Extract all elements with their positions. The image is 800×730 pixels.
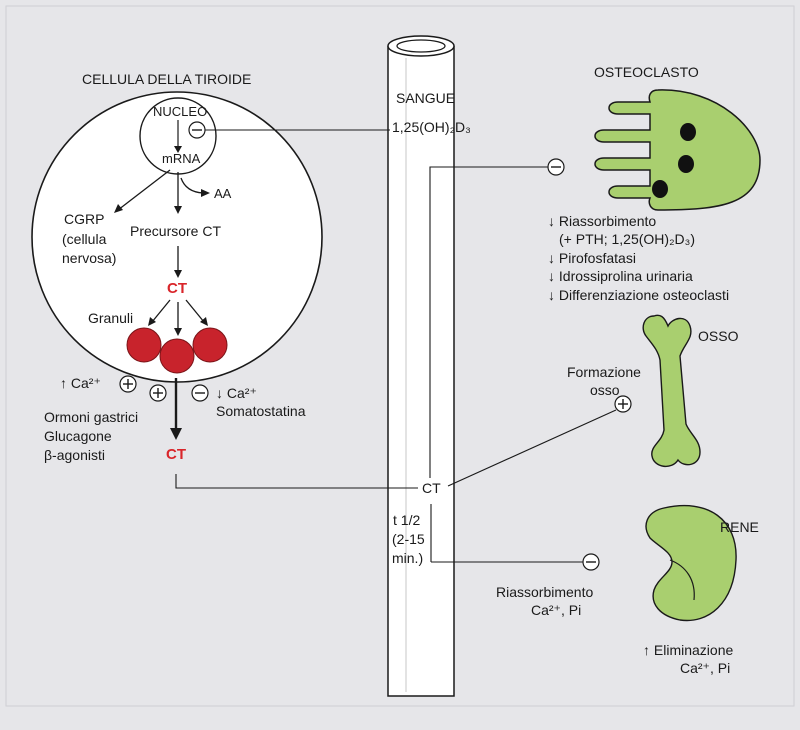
- bone-title: OSSO: [698, 328, 739, 344]
- bone-formation-plus-symbol: [614, 395, 632, 413]
- arrowhead-ct: [174, 270, 182, 278]
- somatostatin-label: Somatostatina: [216, 403, 306, 419]
- blood-ct-label: CT: [422, 480, 441, 496]
- arrowhead-precursor: [174, 206, 182, 214]
- blood-label: SANGUE: [396, 90, 455, 106]
- kidney-ureter: [669, 559, 695, 601]
- kidney-inhibition-symbol: [582, 553, 600, 571]
- cgrp-label-2: (cellula: [62, 231, 107, 247]
- stimulation-plus-symbol: [149, 384, 167, 402]
- nucleus-label: NUCLEO: [153, 104, 207, 119]
- vitamin-d-label: 1,25(OH)₂D₃: [392, 119, 471, 135]
- nucleus-inhibition-symbol: [188, 121, 206, 139]
- osteoclast-inhibition-symbol: [547, 158, 565, 176]
- osteoclast-effect-4: ↓ Idrossiprolina urinaria: [548, 268, 693, 284]
- ca-down-label: ↓ Ca²⁺: [216, 385, 257, 401]
- aa-label: AA: [214, 186, 232, 201]
- cell-title: CELLULA DELLA TIROIDE: [82, 71, 251, 87]
- osteoclast-nucleus-3: [652, 180, 668, 198]
- osteoclast-nucleus-2: [678, 155, 694, 173]
- kidney-elimination-1: ↑ Eliminazione: [643, 642, 733, 658]
- ca-up-plus-symbol: [119, 375, 137, 393]
- kidney-reabsorption-2: Ca²⁺, Pi: [531, 602, 581, 618]
- blood-vessel: [387, 46, 455, 697]
- secretion-arrowhead: [170, 428, 182, 440]
- bone-formation-label-1: Formazione: [567, 364, 641, 380]
- osteoclast-title: OSTEOCLASTO: [594, 64, 699, 80]
- stimulator-3: β-agonisti: [44, 447, 105, 463]
- osteoclast-effect-5: ↓ Differenziazione osteoclasti: [548, 287, 729, 303]
- bone-formation-label-2: osso: [590, 382, 620, 398]
- kidney-shape: [645, 504, 737, 622]
- arrow-granule-left: [151, 299, 171, 323]
- arrow-to-aa: [180, 177, 204, 194]
- half-life-label-3: min.): [392, 550, 423, 566]
- osteoclast-effect-2: (+ PTH; 1,25(OH)₂D₃): [559, 231, 695, 247]
- stimulator-1: Ormoni gastrici: [44, 409, 138, 425]
- ct-outside-label: CT: [166, 446, 186, 463]
- arrowhead-aa: [201, 189, 210, 197]
- bone-shape: [642, 314, 701, 467]
- osteoclast-nucleus-1: [680, 123, 696, 141]
- mrna-label: mRNA: [162, 151, 201, 166]
- arrowhead-granule-right: [200, 317, 208, 326]
- arrow-to-cgrp: [117, 169, 171, 211]
- vessel-inner-opening: [396, 39, 446, 53]
- nucleus-arrowhead: [174, 146, 182, 153]
- arrowhead-granule-mid: [174, 328, 182, 336]
- arrowhead-granule-left: [148, 317, 156, 326]
- arrow-granule-right: [185, 299, 205, 323]
- kidney-reabsorption-1: Riassorbimento: [496, 584, 593, 600]
- cgrp-label: CGRP: [64, 211, 104, 227]
- ct-to-blood-line: [175, 474, 418, 489]
- inhibition-minus-symbol: [191, 384, 209, 402]
- kidney-elimination-2: Ca²⁺, Pi: [680, 660, 730, 676]
- kidney-title: RENE: [720, 519, 759, 535]
- ca-up-label: ↑ Ca²⁺: [60, 375, 101, 391]
- granule-2: [159, 338, 195, 374]
- granule-3: [192, 327, 228, 363]
- osteoclast-effect-1: ↓ Riassorbimento: [548, 213, 656, 229]
- stimulator-2: Glucagone: [44, 428, 112, 444]
- cgrp-label-3: nervosa): [62, 250, 116, 266]
- arrowhead-cgrp: [114, 204, 123, 213]
- ct-inside-label: CT: [167, 280, 187, 297]
- ct-to-osteoclast-line: [429, 166, 548, 478]
- osteoclast-effect-3: ↓ Pirofosfatasi: [548, 250, 636, 266]
- precursor-label: Precursore CT: [130, 223, 221, 239]
- osteoclast-cell: [594, 89, 761, 211]
- ct-to-bone-line: [447, 409, 617, 487]
- half-life-label-1: t 1/2: [393, 512, 420, 528]
- granules-label: Granuli: [88, 310, 133, 326]
- half-life-label-2: (2-15: [392, 531, 425, 547]
- granule-1: [126, 327, 162, 363]
